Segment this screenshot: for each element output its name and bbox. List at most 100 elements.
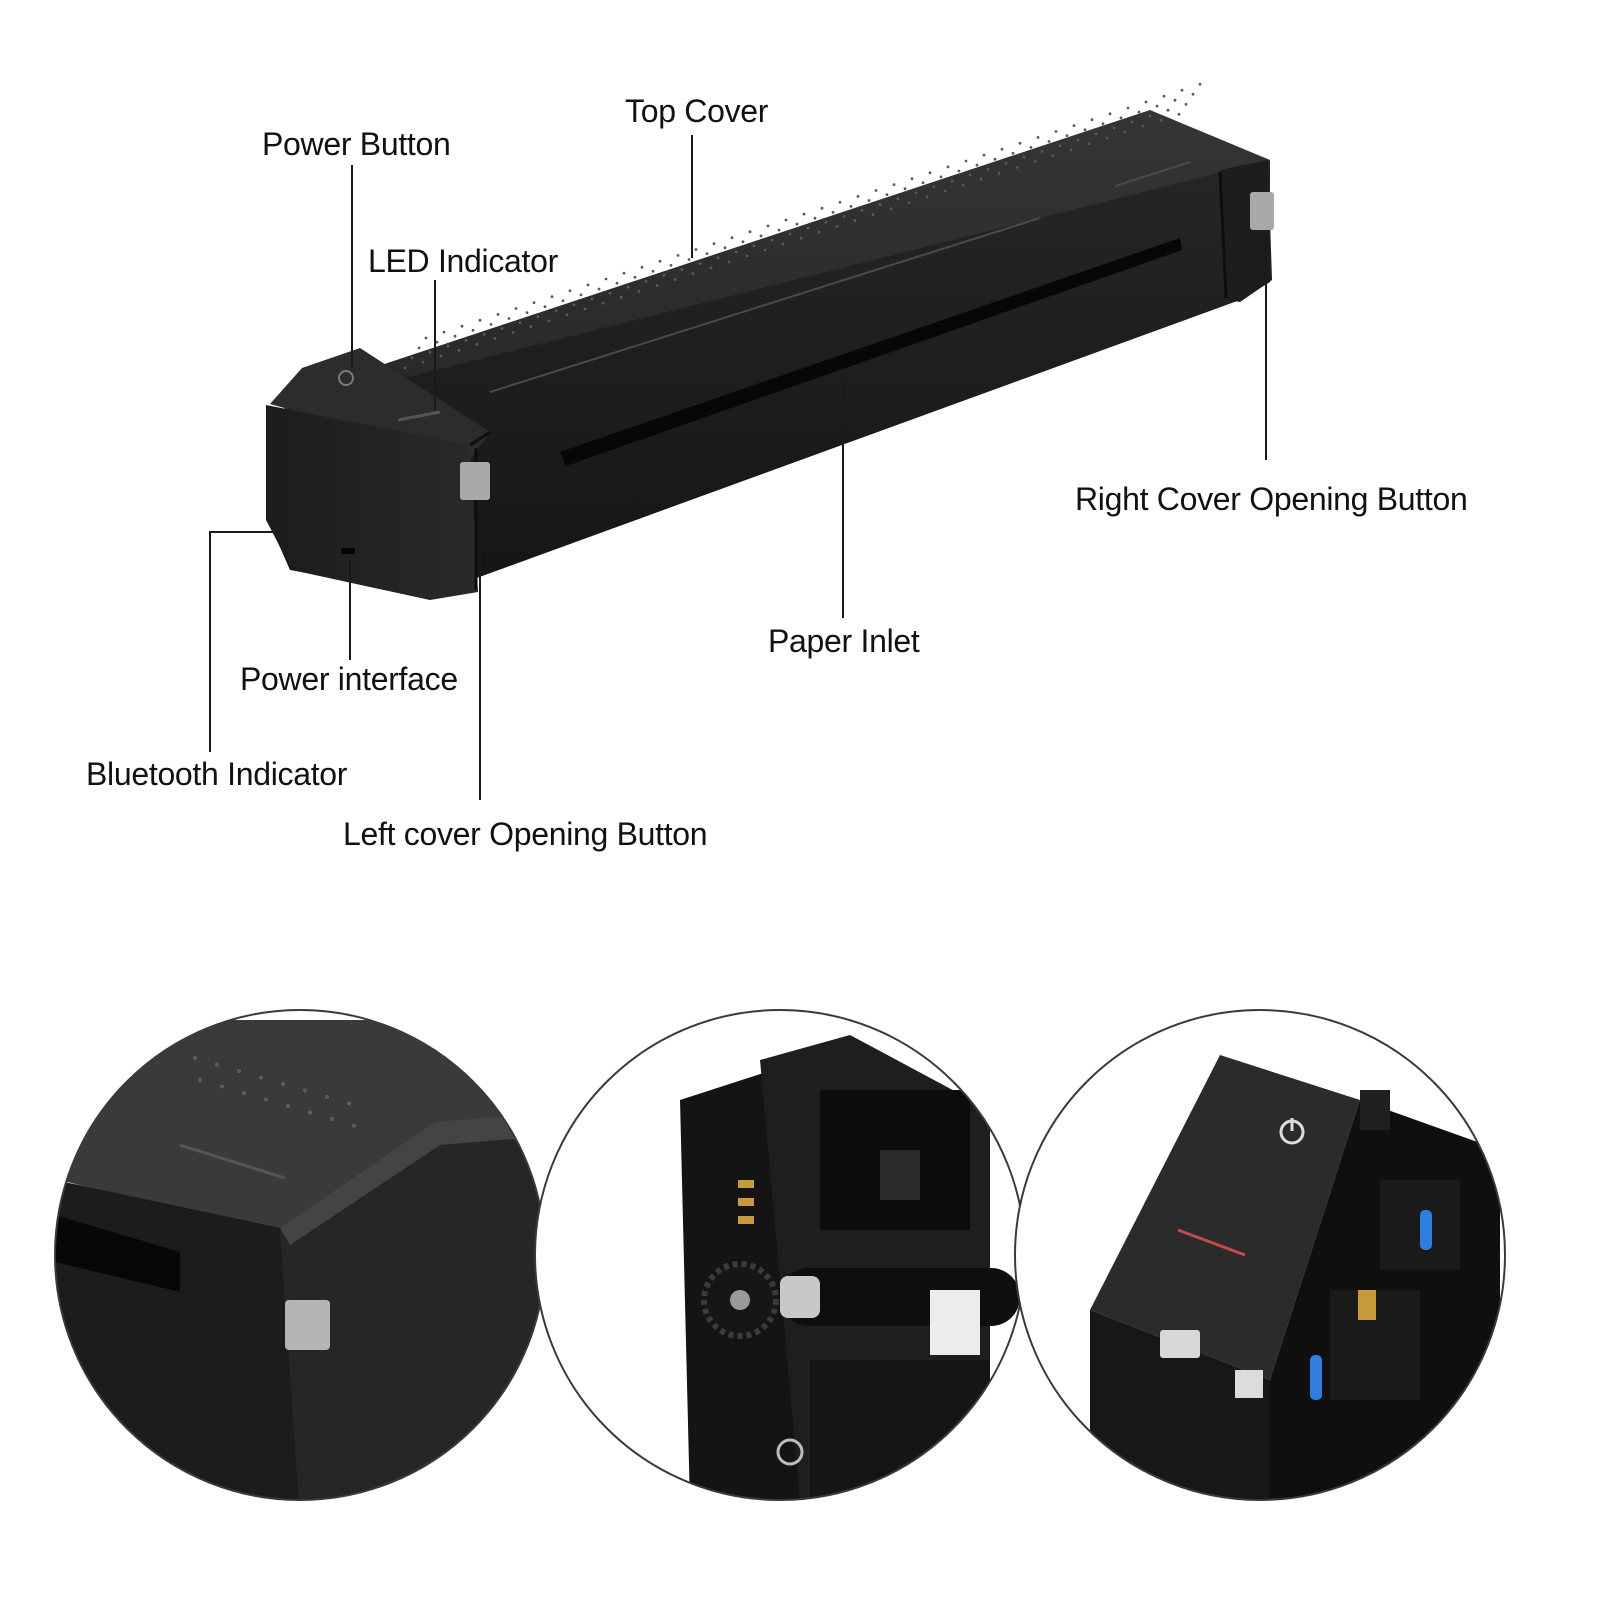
vent-dot	[950, 179, 954, 183]
vent-dot	[1072, 124, 1076, 127]
label-power-button: Power Button	[262, 126, 451, 162]
power-button-icon[interactable]	[338, 370, 354, 386]
vent-dot	[842, 215, 846, 218]
vent-dot	[997, 171, 1001, 175]
vent-dot	[874, 189, 878, 192]
vent-dot	[651, 269, 655, 273]
vent-dot	[403, 366, 407, 370]
label-left-cover-button: Left cover Opening Button	[343, 816, 707, 852]
vent-dot	[1087, 142, 1091, 146]
vent-dot	[802, 212, 806, 216]
vent-dot	[806, 226, 810, 230]
vent-dot	[979, 177, 983, 181]
vent-dot	[644, 279, 648, 283]
vent-dot	[687, 258, 691, 261]
vent-dot	[590, 297, 594, 301]
vent-dot	[1177, 112, 1181, 116]
label-top-cover: Top Cover	[625, 93, 769, 129]
label-led-indicator: LED Indicator	[368, 243, 559, 279]
vent-dot	[482, 333, 486, 336]
vent-dot	[471, 328, 475, 332]
vent-dot	[281, 1082, 285, 1086]
vent-dot	[193, 1056, 197, 1060]
detail-circle-left-corner	[54, 1009, 546, 1501]
vent-dot	[1162, 94, 1166, 98]
vent-dot	[536, 315, 540, 319]
detail-cover-button	[285, 1300, 330, 1350]
vent-dot	[500, 327, 504, 330]
vent-dot	[525, 311, 529, 314]
leader-lines	[209, 135, 1267, 800]
vent-dot	[662, 274, 666, 277]
vent-dot	[781, 242, 785, 246]
label-right-cover-button: Right Cover Opening Button	[1075, 481, 1467, 517]
vent-dot	[680, 268, 684, 271]
vent-dot	[1144, 100, 1148, 104]
vent-dot	[867, 199, 871, 202]
vent-dot	[586, 283, 590, 287]
vent-dot	[1094, 132, 1098, 136]
label-bluetooth-indicator: Bluetooth Indicator	[86, 756, 348, 792]
vent-dot	[676, 254, 680, 257]
vent-dot	[421, 360, 425, 364]
vent-dot	[770, 238, 774, 242]
vent-dot	[242, 1091, 246, 1095]
vent-dot	[583, 307, 587, 311]
vent-dot	[496, 313, 500, 316]
vent-dot	[698, 262, 702, 265]
vent-dot	[493, 337, 497, 340]
vent-dot	[1155, 104, 1159, 108]
left-cover-button[interactable]	[460, 462, 490, 500]
vent-dot	[795, 222, 799, 226]
vent-dot	[1090, 118, 1094, 122]
right-cover-button[interactable]	[1250, 192, 1274, 230]
vent-dot	[1015, 166, 1019, 169]
vent-dot	[1166, 108, 1170, 112]
vent-dot	[308, 1110, 312, 1115]
vent-dot	[1051, 154, 1055, 158]
detail-circle-roller	[534, 1009, 1026, 1501]
vent-dot	[655, 284, 659, 287]
vent-dot	[903, 187, 907, 191]
vent-dot	[925, 195, 929, 199]
vent-dot	[633, 275, 637, 279]
vent-dot	[1108, 112, 1112, 116]
vent-dot	[986, 167, 990, 171]
vent-dot	[928, 171, 932, 175]
vent-dot	[817, 230, 821, 234]
vent-dot	[921, 181, 925, 185]
vent-dot	[784, 218, 788, 222]
vent-dot	[464, 338, 468, 342]
label-power-interface: Power interface	[240, 661, 458, 697]
vent-dot	[1083, 128, 1087, 132]
power-interface-port	[341, 548, 355, 554]
vent-dot	[813, 216, 817, 220]
vent-dot	[303, 1088, 307, 1093]
vent-dot	[435, 340, 439, 344]
vent-dot	[709, 266, 713, 270]
vent-dot	[237, 1069, 241, 1073]
vent-dot	[853, 219, 857, 222]
vent-dot	[352, 1123, 356, 1128]
vent-dot	[286, 1104, 290, 1108]
vent-dot	[1000, 147, 1004, 151]
vent-dot	[489, 323, 493, 326]
vent-dot	[597, 287, 601, 291]
vent-dot	[608, 291, 612, 295]
vent-dot	[892, 183, 896, 187]
vent-dot	[1033, 160, 1037, 163]
vent-dot	[658, 259, 662, 263]
vent-dot	[763, 248, 767, 252]
vent-dot	[428, 350, 432, 354]
vent-dot	[759, 234, 763, 238]
vent-dot	[424, 336, 428, 340]
vent-dot	[330, 1117, 334, 1121]
vent-dot	[347, 1101, 351, 1106]
vent-dot	[1119, 116, 1123, 120]
vent-dot	[446, 344, 450, 348]
vent-dot	[622, 271, 626, 275]
vent-dot	[1191, 92, 1195, 96]
vent-dot	[964, 159, 968, 163]
vent-dot	[1011, 151, 1015, 155]
vent-dot	[727, 260, 731, 264]
